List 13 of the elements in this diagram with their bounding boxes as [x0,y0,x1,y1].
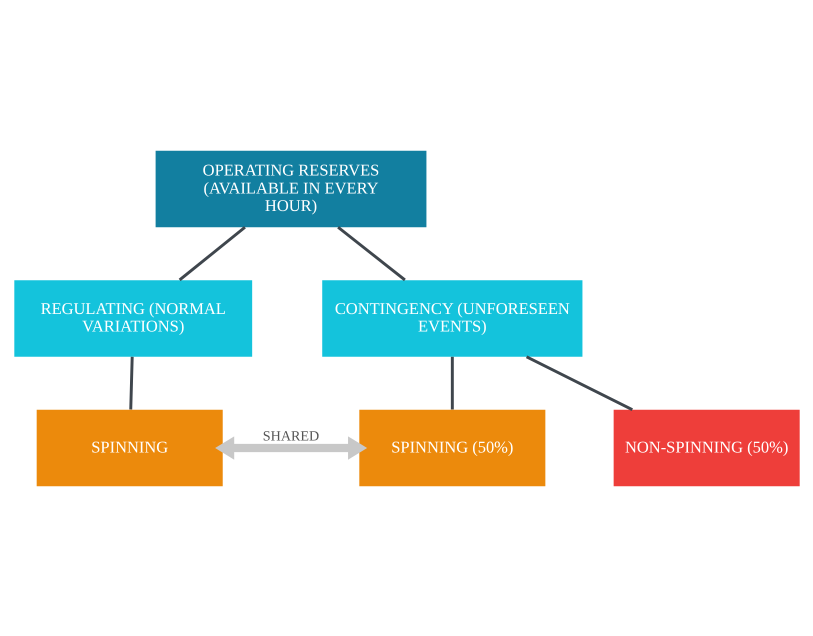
node-box: OPERATING RESERVES (AVAILABLE IN EVERY HOUR) [155,150,426,227]
connector [178,226,246,281]
node-box: CONTINGENCY (UNFORESEEN EVENTS) [322,280,582,356]
edge-label: SHARED [262,428,319,444]
connector [525,354,632,410]
connector [336,226,406,281]
connector [450,356,454,409]
node-box: SPINNING [36,409,222,486]
node-box: REGULATING (NORMAL VARIATIONS) [14,280,252,356]
node-box: NON-SPINNING (50%) [613,409,800,486]
arrow [214,436,367,460]
node-box: SPINNING (50%) [358,409,545,486]
connector [128,356,134,409]
